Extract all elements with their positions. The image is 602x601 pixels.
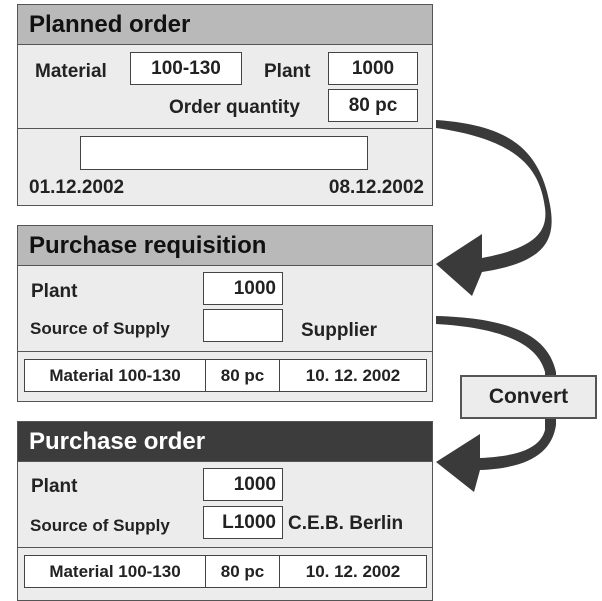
source-of-supply-field[interactable] <box>203 309 283 342</box>
divider <box>18 547 432 548</box>
quantity-cell: 80 pc <box>206 360 280 391</box>
plant-label: Plant <box>264 61 311 82</box>
material-label: Material <box>35 61 107 82</box>
supplier-name: C.E.B. Berlin <box>288 513 404 534</box>
material-cell: Material 100-130 <box>25 556 206 587</box>
planned-order-panel: Planned order Material 100-130 Plant 100… <box>17 4 433 206</box>
convert-button[interactable]: Convert <box>460 375 597 419</box>
divider <box>18 128 432 129</box>
source-of-supply-label: Source of Supply <box>30 319 170 338</box>
requisition-item-row: Material 100-130 80 pc 10. 12. 2002 <box>24 359 427 392</box>
order-item-row: Material 100-130 80 pc 10. 12. 2002 <box>24 555 427 588</box>
material-field[interactable]: 100-130 <box>130 52 242 85</box>
start-date: 01.12.2002 <box>29 177 125 198</box>
plant-label: Plant <box>31 476 78 497</box>
timeline-bar <box>80 136 368 170</box>
plant-field[interactable]: 1000 <box>203 468 283 501</box>
order-quantity-label: Order quantity <box>169 97 300 118</box>
order-quantity-field[interactable]: 80 pc <box>328 89 418 122</box>
source-of-supply-field[interactable]: L1000 <box>203 506 283 539</box>
supplier-label: Supplier <box>301 320 378 341</box>
end-date: 08.12.2002 <box>328 177 424 198</box>
planned-order-title: Planned order <box>18 5 432 45</box>
material-cell: Material 100-130 <box>25 360 206 391</box>
date-cell: 10. 12. 2002 <box>305 365 401 385</box>
purchase-order-panel: Purchase order Plant 1000 Source of Supp… <box>17 421 433 601</box>
plant-field[interactable]: 1000 <box>328 52 418 85</box>
purchase-order-title: Purchase order <box>18 422 432 462</box>
purchase-requisition-title: Purchase requisition <box>18 226 432 266</box>
plant-label: Plant <box>31 281 78 302</box>
plant-field[interactable]: 1000 <box>203 272 283 305</box>
curved-arrow-icon-lower <box>436 316 556 492</box>
quantity-cell: 80 pc <box>206 556 280 587</box>
divider <box>18 351 432 352</box>
date-cell: 10. 12. 2002 <box>305 561 401 581</box>
curved-arrow-icon <box>436 120 552 296</box>
purchase-requisition-panel: Purchase requisition Plant 1000 Source o… <box>17 225 433 402</box>
source-of-supply-label: Source of Supply <box>30 516 170 535</box>
